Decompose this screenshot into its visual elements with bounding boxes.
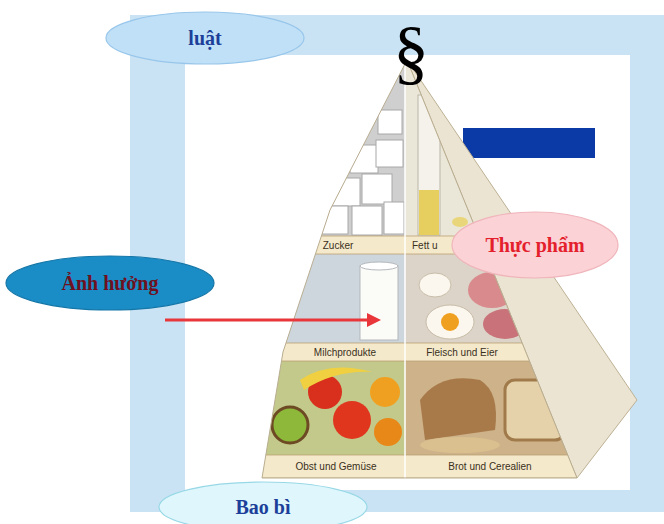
red-arrow (165, 319, 368, 322)
sugar-cube (378, 110, 402, 134)
outer-frame (130, 15, 664, 512)
meat (468, 272, 516, 308)
milk-top (360, 262, 398, 270)
oil-drop (452, 217, 468, 227)
arrow-head (367, 313, 381, 327)
sugar-cube (350, 145, 378, 173)
divider (404, 60, 406, 478)
label-bar (250, 455, 650, 478)
milk-ground (250, 254, 405, 343)
sugar-cube (384, 202, 404, 234)
oil (419, 190, 439, 235)
label-bars (250, 236, 650, 478)
tomato (333, 401, 371, 439)
ellipse-outline (106, 12, 304, 64)
ellipse-outline (452, 212, 618, 278)
yolk (441, 313, 459, 331)
blue-bar (463, 128, 595, 158)
bread-slice (505, 380, 565, 440)
orange (374, 418, 402, 446)
food-group-label: Milchprodukte (314, 347, 376, 358)
cereal (420, 437, 500, 453)
ellipse-outline (6, 256, 214, 310)
ellipse-node: luật (105, 11, 305, 65)
section-symbol: § (393, 16, 429, 88)
ellipse-outline (159, 482, 367, 524)
sugar-cubes (318, 110, 404, 235)
bread-loaf (420, 378, 496, 440)
node-label: Ảnh hưởng (61, 272, 158, 295)
bread-ground (405, 361, 645, 455)
kiwi (272, 407, 308, 443)
meat (483, 309, 527, 339)
sugar-cube (352, 206, 382, 235)
milk-glass (360, 266, 398, 340)
oil-ground (405, 60, 645, 236)
banana (300, 368, 372, 391)
orange (370, 377, 400, 407)
sugar-cube (376, 140, 403, 167)
node-label: Bao bì (235, 496, 290, 519)
egg (419, 273, 451, 297)
pyramid-front (250, 60, 650, 478)
food-group-label: Zucker (323, 240, 354, 251)
food-group-label: Brot und Cerealien (448, 461, 531, 472)
label-bar (250, 343, 650, 361)
oil-glass (418, 95, 440, 235)
food-group-label: Fleisch und Eier (426, 347, 498, 358)
food-group-label: Obst und Gemüse (295, 461, 376, 472)
food-group-label: Fett u (412, 240, 438, 251)
node-label: Thực phẩm (485, 234, 584, 257)
fried-egg (426, 305, 474, 339)
sugar-ground (250, 60, 405, 236)
node-label: luật (188, 27, 221, 50)
ellipse-node: Ảnh hưởng (5, 255, 215, 311)
ellipse-node: Thực phẩm (451, 211, 619, 279)
sugar-cube (318, 206, 348, 234)
ellipse-node: Bao bì (158, 481, 368, 524)
sugar-cube (362, 174, 392, 204)
